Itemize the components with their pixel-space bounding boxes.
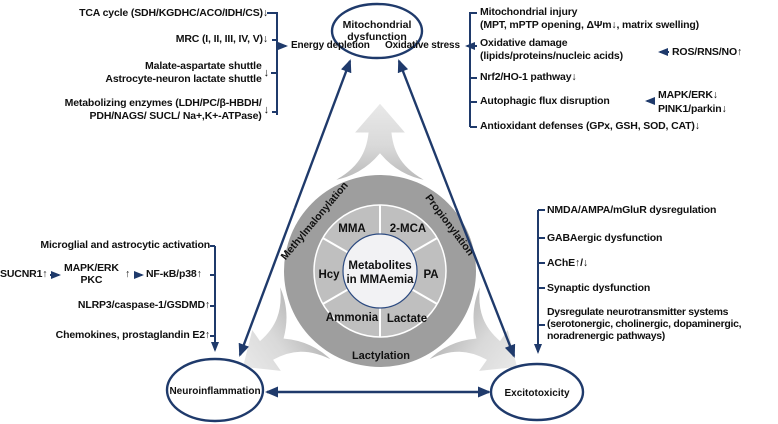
oxdam-line2: (lipids/proteins/nucleic acids) <box>480 50 623 62</box>
microglial-item: Microglial and astrocytic activation <box>40 239 210 251</box>
bracket-bottom-right <box>534 209 545 354</box>
ring-label-lactylation: Lactylation <box>352 350 410 362</box>
ellipse-excitotoxicity <box>489 362 585 422</box>
gabaergic-item: GABAergic dysfunction <box>547 232 663 244</box>
mitochondrial-injury-item: Mitochondrial injury (MPT, mPTP opening,… <box>480 6 699 32</box>
oxidative-damage-item: Oxidative damage (lipids/proteins/nuclei… <box>480 37 623 63</box>
down-arrow-glyph: ↓ <box>263 103 270 116</box>
segment-lactate: Lactate <box>387 313 427 325</box>
neurotransmitter-item: Dysregulate neurotransmitter systems (se… <box>547 306 742 342</box>
neurotx-line1: Dysregulate neurotransmitter systems <box>547 306 729 318</box>
bracket-top-right <box>465 12 669 128</box>
nlrp3-item: NLRP3/caspase-1/GSDMD↑ <box>77 299 210 311</box>
antioxidant-item: Antioxidant defenses (GPx, GSH, SOD, CAT… <box>480 120 700 132</box>
neurotx-line2: (serotonergic, cholinergic, dopaminergic… <box>547 318 742 330</box>
bracket-bottom-left <box>50 245 219 352</box>
up-arrow-glyph: ↑ <box>125 268 131 280</box>
mapk-erk-chain-label: MAPK/ERK <box>64 262 119 274</box>
metabolizing-enzymes-item: Metabolizing enzymes (LDH/PC/β-HBDH/ PDH… <box>64 97 270 123</box>
segment-mma: MMA <box>338 223 365 235</box>
pink1-parkin-label: PINK1/parkin↓ <box>658 103 727 115</box>
enzymes-line1: Metabolizing enzymes (LDH/PC/β-HBDH/ <box>64 97 262 109</box>
synaptic-item: Synaptic dysfunction <box>547 282 651 294</box>
segment-hcy: Hcy <box>318 269 340 281</box>
mapk-erk-label: MAPK/ERK↓ <box>658 89 718 101</box>
mitochondrial-label-line1: Mitochondrial <box>343 19 412 31</box>
triangle-edges <box>238 59 516 398</box>
gray-arrow-up-icon <box>332 102 428 182</box>
injury-line2: (MPT, mPTP opening, ΔΨm↓, matrix swellin… <box>480 19 699 31</box>
autophagic-item: Autophagic flux disruption <box>480 95 610 107</box>
segment-dividers <box>322 205 438 337</box>
ache-item: AChE↑/↓ <box>547 257 588 269</box>
gray-arrow-lower-left-icon <box>241 283 334 373</box>
excitotoxicity-label: Excitotoxicity <box>504 388 569 399</box>
ros-rns-no-label: ROS/RNS/NO↑ <box>672 46 743 58</box>
core-circle <box>342 233 418 309</box>
core-label-line2: in MMAemia <box>346 274 414 286</box>
ellipse-neuroinflammation <box>165 357 265 423</box>
neuroinflammation-label: Neuroinflammation <box>169 386 260 397</box>
nrf2-item: Nrf2/HO-1 pathway↓ <box>480 71 577 83</box>
tca-cycle-item: TCA cycle (SDH/KGDHC/ACO/IDH/CS)↓ <box>79 7 268 19</box>
mitochondrial-label-line2: dysfunction <box>347 31 407 43</box>
injury-line1: Mitochondrial injury <box>480 6 578 18</box>
oxdam-line1: Oxidative damage <box>480 37 568 49</box>
enzymes-line2: PDH/NAGS/ SUCL/ Na+,K+-ATPase) <box>89 110 262 122</box>
sucnr1-label: SUCNR1↑ <box>0 268 48 280</box>
bracket-top-left <box>267 12 288 115</box>
segment-ammonia: Ammonia <box>326 312 379 324</box>
pkc-label: PKC <box>80 273 103 286</box>
nfkb-p38-label: NF-κB/p38↑ <box>146 268 202 280</box>
chemokines-item: Chemokines, prostaglandin E2↑ <box>55 329 211 341</box>
shuttle-item: Malate-aspartate shuttle Astrocyte-neuro… <box>105 60 269 86</box>
nmda-item: NMDA/AMPA/mGluR dysregulation <box>547 204 717 216</box>
down-arrow-glyph: ↓ <box>263 66 270 79</box>
shuttle-line1: Malate-aspartate shuttle <box>145 60 262 72</box>
segment-pa: PA <box>423 269 438 281</box>
ellipse-mitochondrial-dysfunction <box>330 2 424 60</box>
shuttle-line2: Astrocyte-neuron lactate shuttle <box>105 73 262 85</box>
gray-arrow-lower-right-icon <box>426 283 519 373</box>
core-label-line1: Metabolites <box>348 260 411 272</box>
segment-2mca: 2-MCA <box>390 223 426 235</box>
mrc-item: MRC (I, II, III, IV, V)↓ <box>175 33 268 45</box>
oxidative-stress-tag: Oxidative stress <box>385 40 460 51</box>
mapk-pkc-stack: MAPK/ERK PKC <box>64 262 119 286</box>
energy-depletion-tag: Energy depletion <box>291 40 370 51</box>
neurotx-line3: noradrenergic pathways) <box>547 330 665 342</box>
